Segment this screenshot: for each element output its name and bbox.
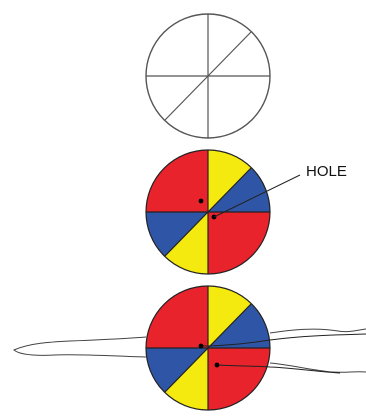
- colored-disc-with-hole: HOLE: [146, 150, 347, 274]
- fibre-outline-left: [14, 337, 146, 357]
- disc3-dot-upper: [199, 344, 204, 349]
- disc2-red-bottom-right: [208, 212, 270, 274]
- disc3-red-bottom-right: [208, 348, 270, 410]
- hole-label: HOLE: [306, 163, 347, 180]
- plain-circle: [146, 14, 270, 138]
- disc3-dot-lower: [215, 363, 220, 368]
- disc2-dot-upper: [199, 199, 204, 204]
- colored-disc-with-line: [14, 286, 366, 410]
